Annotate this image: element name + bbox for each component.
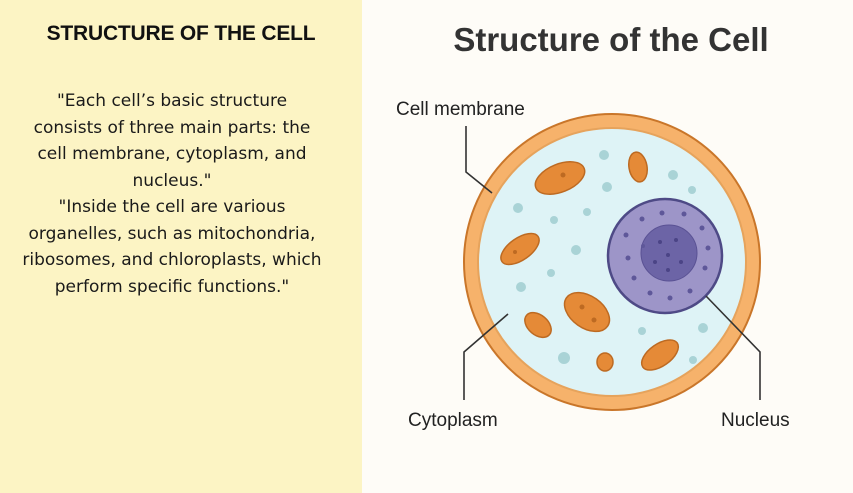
- ribosome: [583, 208, 591, 216]
- membrane-label: Cell membrane: [396, 99, 525, 120]
- nucleus-label: Nucleus: [721, 410, 790, 431]
- mitochondrion-spot: [579, 304, 585, 310]
- ribosome: [550, 216, 558, 224]
- description-paragraph-1: "Each cell’s basic structure consists of…: [33, 91, 311, 191]
- cytoplasm-label: Cytoplasm: [408, 410, 498, 431]
- ribosome: [688, 186, 696, 194]
- mitochondrion: [500, 232, 540, 266]
- ribosome: [547, 269, 555, 277]
- nucleolus-dots: [653, 238, 683, 272]
- mitochondrion: [534, 161, 586, 195]
- mitochondrion: [640, 339, 680, 371]
- nucleus-leader-line: [705, 295, 761, 400]
- nucleolus: [640, 224, 698, 282]
- diagram-title: Structure of the Cell: [453, 21, 768, 58]
- nucleus-dots: [623, 210, 711, 301]
- ribosome: [698, 323, 708, 333]
- mitochondria-group: [500, 151, 680, 372]
- left-text-panel: STRUCTURE OF THE CELL "Each cell’s basic…: [0, 0, 362, 493]
- left-description: "Each cell’s basic structure consists of…: [22, 88, 322, 300]
- ribosome: [668, 170, 678, 180]
- ribosomes-group: [513, 150, 708, 364]
- mitochondrion: [596, 352, 614, 372]
- ribosome: [571, 245, 581, 255]
- ribosome: [638, 327, 646, 335]
- ribosome: [599, 150, 609, 160]
- ribosome: [602, 182, 612, 192]
- mitochondrion-spot: [513, 250, 517, 254]
- mitochondrion-spot: [560, 172, 566, 178]
- mitochondrion-spot: [591, 317, 597, 323]
- mitochondrion: [563, 291, 611, 333]
- left-heading: STRUCTURE OF THE CELL: [46, 22, 316, 45]
- description-paragraph-2: "Inside the cell are various organelles,…: [22, 197, 322, 297]
- ribosome: [558, 352, 570, 364]
- membrane-leader-line: [465, 126, 493, 194]
- ribosome: [516, 282, 526, 292]
- mitochondrion: [628, 151, 648, 183]
- ribosome: [513, 203, 523, 213]
- mitochondrion: [524, 311, 552, 339]
- cytoplasm-leader-line: [463, 313, 509, 400]
- ribosome: [689, 356, 697, 364]
